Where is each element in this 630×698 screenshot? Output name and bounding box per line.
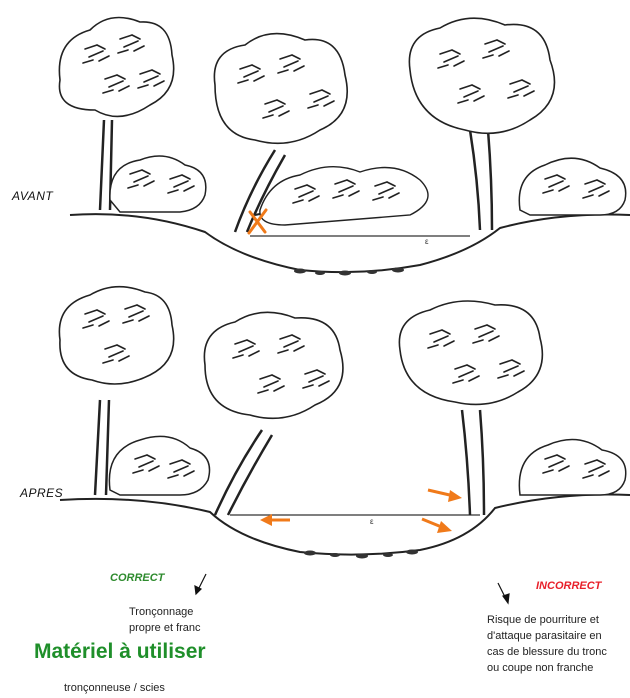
cut-mark-icon (247, 208, 268, 235)
svg-text:ε: ε (370, 517, 374, 526)
svg-text:ε: ε (425, 237, 429, 246)
incorrect-line-2: d'attaque parasitaire en (487, 630, 602, 642)
after-scene: ε (58, 285, 630, 559)
incorrect-title: INCORRECT (536, 580, 602, 592)
before-label: AVANT (12, 189, 54, 203)
equipment-tools: tronçonneuse / scies (64, 682, 165, 694)
arrow-stump-icon (427, 488, 462, 502)
incorrect-description: Risque de pourriture et d'attaque parasi… (487, 612, 607, 676)
after-label: APRES (20, 486, 64, 500)
correct-line-1: Tronçonnage (129, 606, 194, 618)
before-scene: ε (58, 16, 630, 276)
correct-pointer-arrow-icon (194, 573, 207, 596)
correct-title: CORRECT (110, 572, 165, 584)
correct-description: Tronçonnage propre et franc (129, 604, 201, 636)
incorrect-line-1: Risque de pourriture et (487, 614, 599, 626)
incorrect-line-3: cas de blessure du tronc (487, 646, 607, 658)
equipment-title: Matériel à utiliser (34, 640, 206, 663)
incorrect-line-4: ou coupe non franche (487, 662, 594, 674)
incorrect-pointer-arrow-icon (497, 582, 510, 605)
arrow-wound-icon (421, 517, 452, 533)
correct-line-2: propre et franc (129, 622, 201, 634)
arrow-correct-cut-icon (260, 514, 290, 526)
